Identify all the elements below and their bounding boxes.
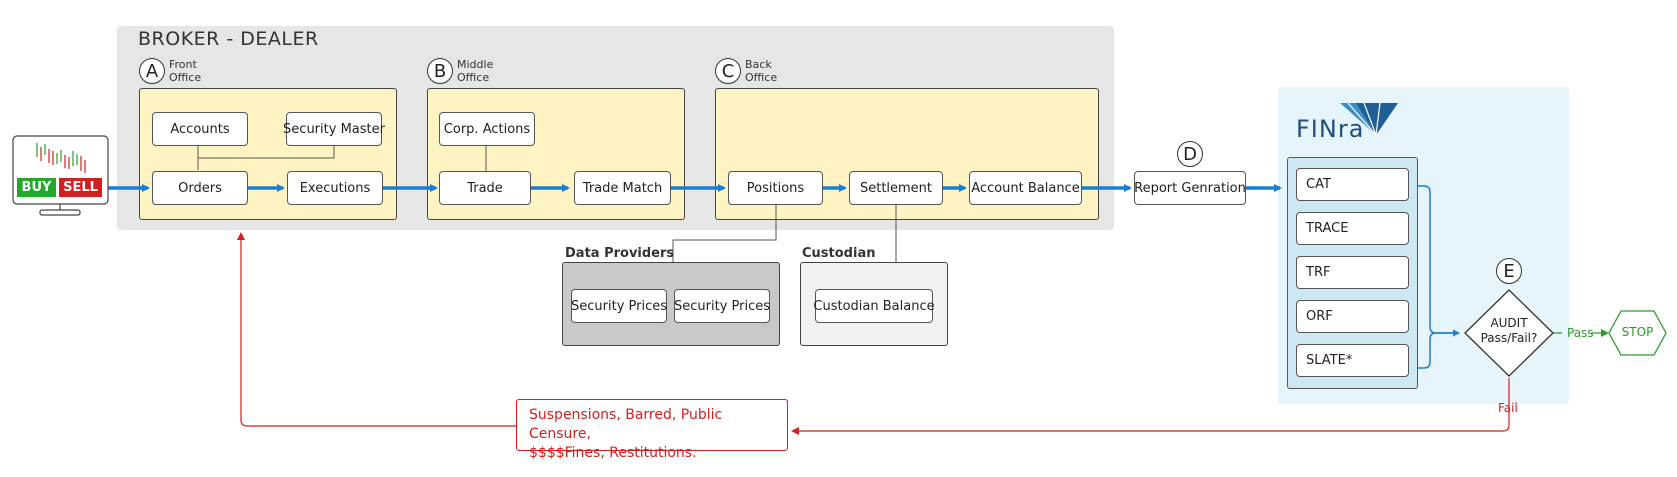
- penalty-line-2: $$$$Fines, Restitutions.: [529, 445, 697, 461]
- settlement-box[interactable]: Settlement: [849, 171, 943, 205]
- finra-logo-text: FINra: [1296, 115, 1365, 143]
- security-master-box[interactable]: Security Master: [283, 112, 385, 146]
- trade-match-box[interactable]: Trade Match: [574, 171, 671, 205]
- report-generation-box[interactable]: Report Genration: [1134, 171, 1246, 205]
- monitor-icon: [12, 135, 109, 216]
- trading-terminal: BUY SELL: [12, 135, 109, 218]
- fail-label: Fail: [1498, 401, 1518, 415]
- stop-label: STOP: [1621, 325, 1654, 339]
- custodian-balance-box[interactable]: Custodian Balance: [813, 289, 935, 323]
- back-office-letter: C: [715, 58, 741, 84]
- pass-label: Pass: [1567, 326, 1594, 340]
- finra-report-orf[interactable]: ORF: [1296, 300, 1409, 333]
- front-office-letter: A: [139, 58, 165, 84]
- report-letter: D: [1177, 141, 1203, 167]
- audit-letter: E: [1496, 258, 1522, 284]
- broker-dealer-title: BROKER - DEALER: [138, 28, 319, 50]
- positions-box[interactable]: Positions: [728, 171, 823, 205]
- accounts-box[interactable]: Accounts: [152, 112, 248, 146]
- buy-button[interactable]: BUY: [17, 178, 56, 197]
- finra-logo: FINra: [1296, 102, 1400, 143]
- audit-diamond: [1464, 289, 1554, 377]
- security-prices-box-2[interactable]: Security Prices: [674, 289, 770, 323]
- sell-button[interactable]: SELL: [59, 178, 102, 197]
- stop-hexagon: [1608, 310, 1667, 356]
- orders-box[interactable]: Orders: [152, 171, 248, 205]
- finra-report-cat[interactable]: CAT: [1296, 168, 1409, 201]
- account-balance-box[interactable]: Account Balance: [969, 171, 1082, 205]
- finra-report-trace[interactable]: TRACE: [1296, 212, 1409, 245]
- penalty-line-1: Suspensions, Barred, Public Censure,: [529, 407, 723, 442]
- trade-box[interactable]: Trade: [439, 171, 531, 205]
- executions-box[interactable]: Executions: [287, 171, 383, 205]
- middle-office-letter: B: [427, 58, 453, 84]
- finra-logo-mark-icon: [1340, 102, 1398, 136]
- finra-report-slate[interactable]: SLATE*: [1296, 344, 1409, 377]
- custodian-title: Custodian: [802, 246, 876, 261]
- corp-actions-box[interactable]: Corp. Actions: [439, 112, 535, 146]
- security-prices-box-1[interactable]: Security Prices: [571, 289, 667, 323]
- penalty-box: Suspensions, Barred, Public Censure, $$$…: [516, 399, 788, 461]
- data-providers-title: Data Providers: [565, 246, 675, 261]
- finra-report-trf[interactable]: TRF: [1296, 256, 1409, 289]
